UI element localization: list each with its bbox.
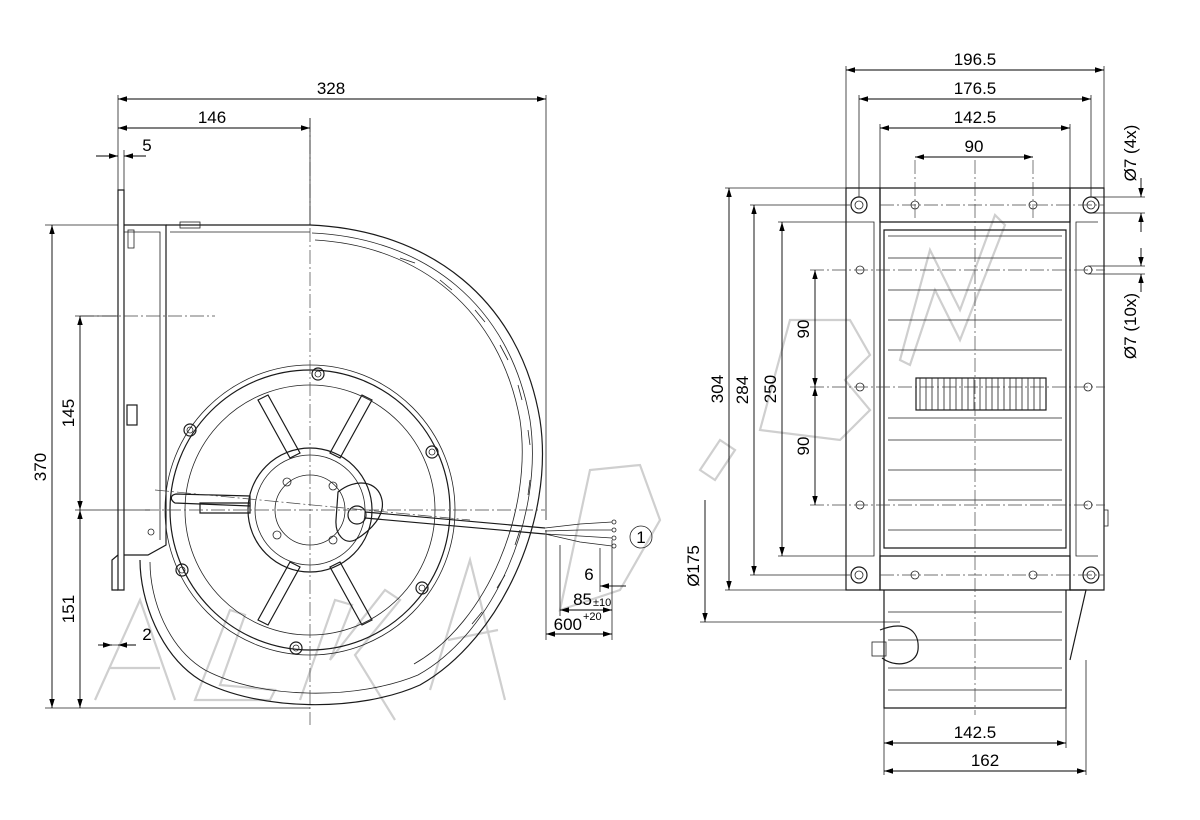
dim-inlet-diameter: Ø175	[684, 545, 703, 587]
dim-bottom-offset: 2	[142, 625, 151, 644]
watermark	[93, 213, 1007, 721]
dim-wire-length-tol: ±10	[593, 597, 611, 609]
dim-height-holes: 284	[733, 376, 752, 404]
dim-height-outer: 304	[708, 375, 727, 403]
dim-hole-width: 176.5	[954, 79, 997, 98]
side-view: 196.5 176.5 142.5 90 304 284 250 90 90 Ø…	[684, 50, 1145, 775]
dim-cable-length-tol: +20	[583, 611, 602, 623]
callout-bubble	[629, 525, 653, 549]
dim-hole-4x: Ø7 (4x)	[1121, 125, 1140, 182]
dim-cable-length: 600	[554, 615, 582, 634]
dim-overall-width: 328	[317, 79, 345, 98]
callout-number: 1	[636, 528, 645, 547]
dim-outer-width: 196.5	[954, 50, 997, 69]
dim-height-inner: 250	[761, 375, 780, 403]
dim-pitch-upper: 90	[794, 320, 813, 339]
mounting-flange	[117, 189, 125, 591]
dim-upper-height: 145	[59, 399, 78, 427]
dim-center-spacing: 90	[965, 137, 984, 156]
dim-bottom-inner: 142.5	[954, 723, 997, 742]
dim-inner-width: 142.5	[954, 108, 997, 127]
dim-wire-strip: 6	[584, 565, 593, 584]
front-view: 1 328 146 5 370 145 151 2	[31, 79, 653, 725]
dim-wire-length: 85	[573, 590, 592, 609]
dim-half-width: 146	[198, 108, 226, 127]
dim-bottom-outer: 162	[971, 751, 999, 770]
dim-flange-offset: 5	[142, 136, 151, 155]
dim-overall-height: 370	[31, 453, 50, 481]
dim-lower-height: 151	[59, 595, 78, 623]
dim-hole-10x: Ø7 (10x)	[1121, 293, 1140, 359]
dim-pitch-lower: 90	[794, 437, 813, 456]
